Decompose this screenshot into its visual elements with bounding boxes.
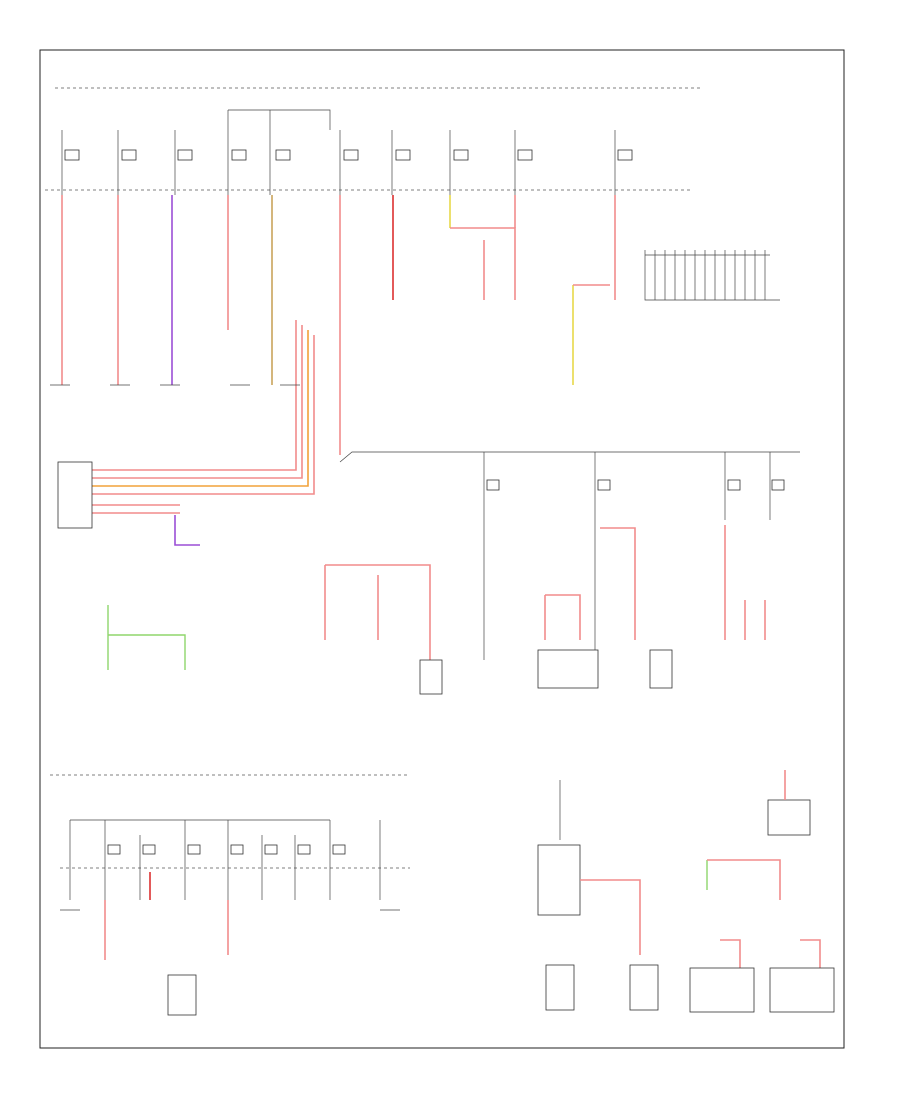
component-box-1 <box>419 659 443 695</box>
wire-bundle-pink-a <box>90 320 297 471</box>
lower-component-3 <box>629 964 659 1011</box>
wire-pink-15 <box>600 527 636 640</box>
relay-box <box>537 844 581 916</box>
lower-component-4 <box>689 967 755 1013</box>
wire-bundle-pink-c <box>90 335 315 495</box>
lower-component-2 <box>545 964 575 1011</box>
wire-purple-2 <box>174 515 200 546</box>
wire-pink-13 <box>545 594 581 640</box>
module-box <box>767 799 811 836</box>
right-fuse-bank <box>644 250 780 301</box>
component-box-3 <box>649 649 673 689</box>
wire-bundle-orange <box>90 330 309 487</box>
lower-component-1 <box>167 974 197 1016</box>
wire-green-2 <box>108 634 186 670</box>
ground-symbols <box>50 384 400 911</box>
diagram-frame <box>39 49 845 1049</box>
wire-pink-22 <box>707 859 781 900</box>
wire-pink-10 <box>325 564 431 660</box>
top-fuse-row <box>61 109 633 195</box>
mid-bus-branches <box>483 452 785 660</box>
mid-bus <box>339 451 800 463</box>
wire-pink-25 <box>800 939 821 970</box>
lower-component-5 <box>769 967 835 1013</box>
wire-pink-5 <box>450 227 516 300</box>
component-box-2 <box>537 649 599 689</box>
wire-pink-24 <box>720 939 741 970</box>
wire-pink-21 <box>580 879 641 955</box>
wire-bundle-pink-b <box>90 325 303 479</box>
lower-fuse-row <box>69 819 381 900</box>
left-connector <box>57 461 93 529</box>
